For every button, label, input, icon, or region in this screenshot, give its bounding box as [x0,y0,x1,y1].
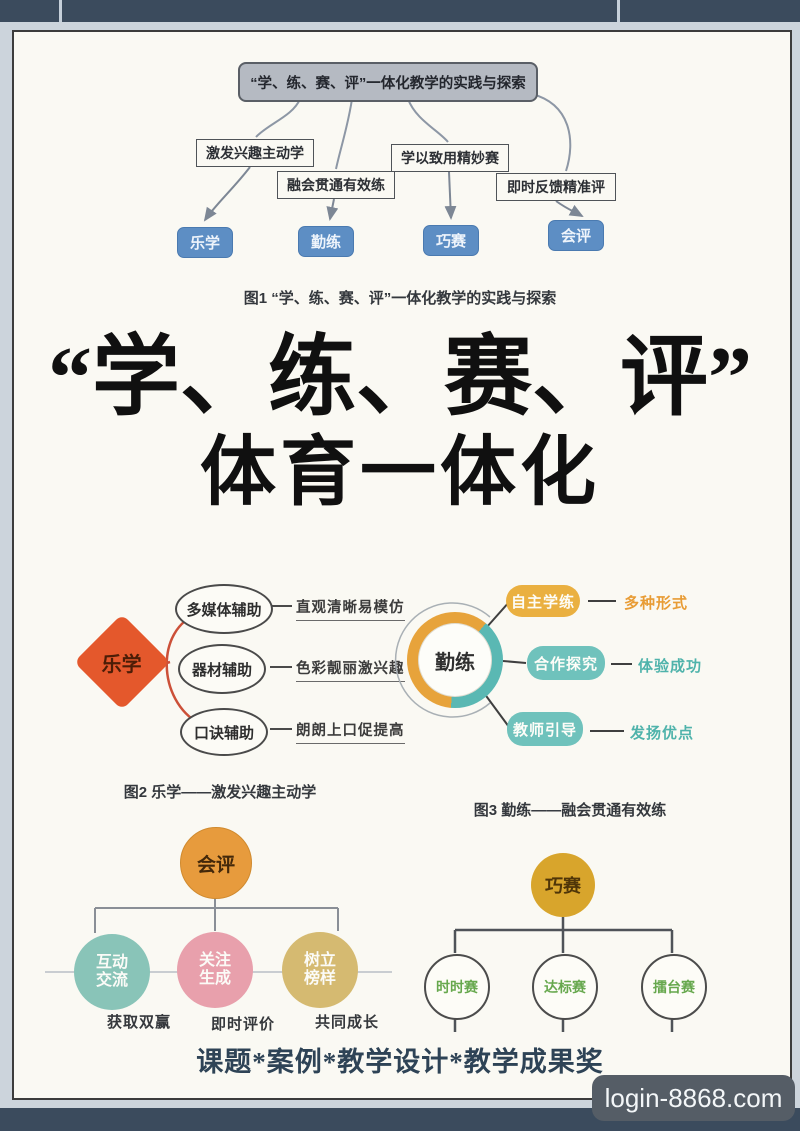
match-label-2: 达标赛 [544,979,586,995]
headline-line2: 体育一体化 [200,430,600,515]
match-label-1: 时时赛 [436,979,478,995]
fig1-title-text: “学、练、赛、评”一体化教学的实践与探索 [250,75,526,92]
fig3-note-2: 体验成功 [638,658,703,675]
top-frame-bar [0,0,800,22]
fig1-node-arrows [203,166,584,222]
fig1-node-lexue: 乐学 [177,227,233,258]
fig1-branch-box-1: 激发兴趣主动学 [196,139,314,167]
fig3-root-label: 勤练 [419,624,491,696]
fig2-root-label: 乐学 [102,653,142,676]
review-note-3: 共同成长 [314,1014,379,1031]
fig1-branch-box-4: 即时反馈精准评 [496,173,616,201]
fig2-dashes [270,605,292,730]
fig1-title-box: “学、练、赛、评”一体化教学的实践与探索 [238,62,538,102]
fig2-item-label-3: 口诀辅助 [193,724,254,742]
review-circle3-line2: 榜样 [303,970,336,987]
poster-card [12,30,792,1100]
review-circle1-line2: 交流 [95,972,128,989]
review-circle-3: 树立 榜样 [282,932,358,1008]
review-circle1-line1: 互动 [95,953,128,971]
match-bracket [453,917,674,1032]
fig1-node-label-4: 会评 [560,228,591,245]
fig3-note-1: 多种形式 [624,595,689,612]
match-circle-1: 时时赛 [424,954,490,1020]
fig2-note-3: 朗朗上口促提高 [296,719,405,744]
top-bar-separator-right [617,0,620,22]
fig1-branch-label-2: 融会贯通有效练 [287,177,385,193]
fig1-node-label-3: 巧赛 [435,233,466,250]
fig2-ellipse-2: 器材辅助 [178,644,266,694]
review-circle2-line1: 关注 [198,951,231,969]
fig3-caption: 图3 勤练——融会贯通有效练 [473,802,667,819]
fig2-ellipse-3: 口诀辅助 [180,708,268,756]
fig2-item-label-2: 器材辅助 [191,661,252,679]
fig3-chip-label-2: 合作探究 [533,655,598,673]
fig1-branch-label-1: 激发兴趣主动学 [206,145,304,161]
fig1-node-qinlian: 勤练 [298,226,354,257]
fig1-node-label-1: 乐学 [189,235,220,252]
fig1-branch-box-3: 学以致用精妙赛 [391,144,509,172]
fig2-item-label-1: 多媒体辅助 [186,601,262,619]
fig1-node-qiaosai: 巧赛 [423,225,479,256]
fig1-node-label-2: 勤练 [310,234,341,251]
fig1-branch-box-2: 融会贯通有效练 [277,171,395,199]
fig3-root-ring: 勤练 [407,612,503,708]
fig3-chip-1: 自主学练 [506,585,580,617]
fig1-node-huiping: 会评 [548,220,604,251]
review-circle3-line1: 树立 [303,951,336,969]
fig1-branch-label-4: 即时反馈精准评 [507,179,605,195]
fig3-chip-label-3: 教师引导 [512,721,577,739]
top-bar-separator-left [59,0,62,22]
fig1-caption: 图1 “学、练、赛、评”一体化教学的实践与探索 [243,290,557,307]
fig3-outline-arc [394,602,491,718]
fig3-chip-2: 合作探究 [527,646,605,680]
fig3-chip-3: 教师引导 [507,712,583,746]
fig2-ellipse-1: 多媒体辅助 [175,584,273,634]
watermark-badge: login-8868.com [592,1075,795,1121]
review-note-1: 获取双赢 [106,1014,171,1031]
match-label-3: 擂台赛 [653,979,695,995]
fig2-note-1: 直观清晰易模仿 [296,596,405,621]
footer-text: 课题*案例*教学设计*教学成果奖 [196,1047,604,1077]
review-circle2-line2: 生成 [198,970,231,987]
headline: “学、练、赛、评” 体育一体化 [0,326,800,515]
headline-line1: “学、练、赛、评” [47,330,752,427]
fig1-branch-curves [255,93,572,172]
review-circle-1: 互动 交流 [74,934,150,1010]
match-circle-3: 擂台赛 [641,954,707,1020]
review-note-2: 即时评价 [210,1016,275,1033]
fig3-note-3: 发扬优点 [630,725,695,742]
match-root-circle: 巧赛 [531,853,595,917]
match-circle-2: 达标赛 [532,954,598,1020]
fig1-branch-label-3: 学以致用精妙赛 [401,150,499,166]
review-root-circle: 会评 [180,827,252,899]
fig2-caption: 图2 乐学——激发兴趣主动学 [123,784,317,801]
review-circle-2: 关注 生成 [177,932,253,1008]
fig3-chip-label-1: 自主学练 [510,593,575,611]
fig3-dashes [588,600,632,732]
fig2-note-2: 色彩靓丽激兴趣 [296,657,405,682]
